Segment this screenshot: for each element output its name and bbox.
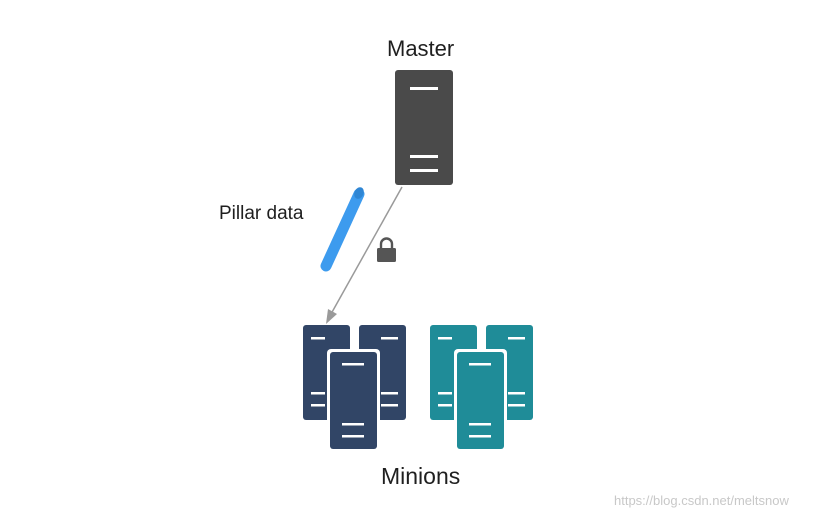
pipe-icon <box>320 187 365 272</box>
minion-server <box>457 352 504 449</box>
master-server-line <box>410 169 438 172</box>
lock-shackle <box>379 237 394 249</box>
minion-server <box>330 352 377 449</box>
minions-label: Minions <box>381 463 461 489</box>
data-flow-arrow <box>326 186 403 324</box>
pillar-data-label: Pillar data <box>219 203 304 224</box>
minion-group-right-icon <box>430 325 533 452</box>
pipe-end <box>354 187 364 199</box>
pipe-body <box>320 188 365 272</box>
arrow-head <box>326 309 337 324</box>
minion-group-right-lines <box>438 337 525 438</box>
minion-group-left-icon <box>303 325 406 452</box>
lock-body <box>377 248 396 262</box>
master-server-line <box>410 87 438 90</box>
watermark-text: https://blog.csdn.net/meltsnow <box>614 493 789 508</box>
arrow-line <box>330 186 403 315</box>
minion-group-left-lines <box>311 337 398 438</box>
master-server-icon <box>395 70 453 185</box>
master-label: Master <box>387 36 455 61</box>
lock-icon <box>377 237 396 262</box>
master-server-body <box>395 70 453 185</box>
master-server-line <box>410 155 438 158</box>
